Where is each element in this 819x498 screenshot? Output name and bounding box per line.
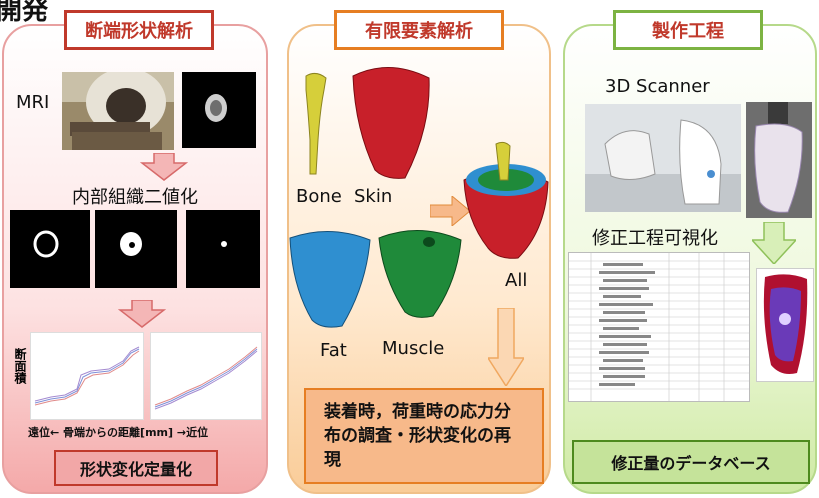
down-arrow-icon <box>752 222 796 264</box>
skin-label: Skin <box>354 186 392 207</box>
manufacturing-result-box: 修正量のデータベース <box>572 440 810 484</box>
graph-ylabel: 断面積 <box>10 348 26 384</box>
muscle-model <box>375 222 465 322</box>
fem-result-box: 装着時，荷重時の応力分布の調査・形状変化の再現 <box>304 388 544 484</box>
shape-result-box: 形状変化定量化 <box>54 450 218 486</box>
page-title-fragment: 開発 <box>0 0 48 27</box>
down-arrow-icon <box>488 308 524 386</box>
combined-model <box>460 140 550 260</box>
correction-table-image <box>568 252 750 402</box>
mri-scanner-photo <box>62 72 174 150</box>
fem-result-text: 装着時，荷重時の応力分布の調査・形状変化の再現 <box>324 400 524 472</box>
shape-analysis-tab: 断端形状解析 <box>64 10 214 50</box>
down-arrow-icon <box>118 300 166 328</box>
mri-label: MRI <box>16 92 49 113</box>
fat-model <box>286 226 372 332</box>
binarized-image-3 <box>186 210 260 288</box>
graph-xlabel: 遠位← 骨端からの距離[mm] →近位 <box>28 424 208 440</box>
binarized-image-1 <box>10 210 90 288</box>
mri-slice-image <box>182 72 256 148</box>
fat-label: Fat <box>320 340 347 361</box>
visualize-label: 修正工程可視化 <box>592 224 718 250</box>
fem-tab: 有限要素解析 <box>334 10 504 50</box>
manufacturing-tab: 製作工程 <box>613 10 763 50</box>
binarize-label: 内部組織二値化 <box>72 183 198 209</box>
skin-model <box>345 58 435 182</box>
cross-section-graph-2 <box>150 332 262 420</box>
scanner-label: 3D Scanner <box>605 76 710 97</box>
scanner-photo <box>585 104 741 212</box>
binarized-image-2 <box>95 210 177 288</box>
cross-section-graph-1 <box>30 332 144 420</box>
all-label: All <box>505 270 527 291</box>
down-arrow-icon <box>140 153 188 181</box>
muscle-label: Muscle <box>382 338 444 359</box>
scanned-socket-photo <box>746 102 812 218</box>
correction-heatmap-image <box>756 268 814 382</box>
bone-label: Bone <box>296 186 342 207</box>
bone-model <box>296 70 336 180</box>
